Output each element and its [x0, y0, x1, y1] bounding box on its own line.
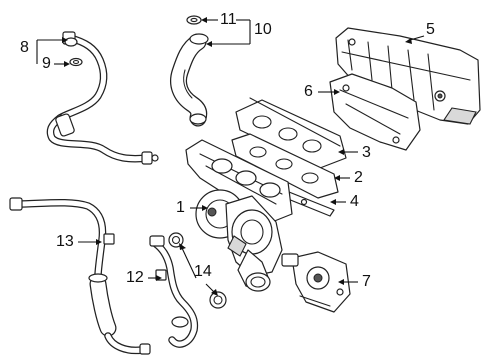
oil-feed-line	[46, 31, 159, 165]
washer-9	[69, 57, 83, 67]
leader-lines	[36, 17, 425, 296]
callout-6: 6	[304, 83, 313, 100]
banjo-bolt	[64, 37, 78, 47]
gasket-14-lower	[209, 291, 227, 309]
callout-12: 12	[126, 269, 144, 286]
turbocharger-manifold	[185, 139, 293, 292]
oil-return-pipe	[149, 235, 199, 348]
heat-shield	[335, 27, 481, 125]
coolant-hose	[170, 33, 209, 127]
callout-14: 14	[194, 263, 212, 280]
callout-9: 9	[42, 55, 51, 72]
callout-11: 11	[220, 11, 237, 28]
callout-1: 1	[176, 199, 185, 216]
callout-10: 10	[254, 21, 272, 38]
callout-3: 3	[362, 144, 371, 161]
oil-return-line	[9, 197, 151, 355]
callout-13: 13	[56, 233, 74, 250]
callout-2: 2	[354, 169, 363, 186]
wastegate-actuator	[281, 251, 351, 313]
callout-4: 4	[350, 193, 359, 210]
callout-5: 5	[426, 21, 435, 38]
manifold-gasket-3	[235, 97, 347, 169]
lower-heat-shield	[329, 73, 421, 151]
callout-8: 8	[20, 39, 29, 56]
gasket-11	[186, 15, 202, 25]
callout-7: 7	[362, 273, 371, 290]
